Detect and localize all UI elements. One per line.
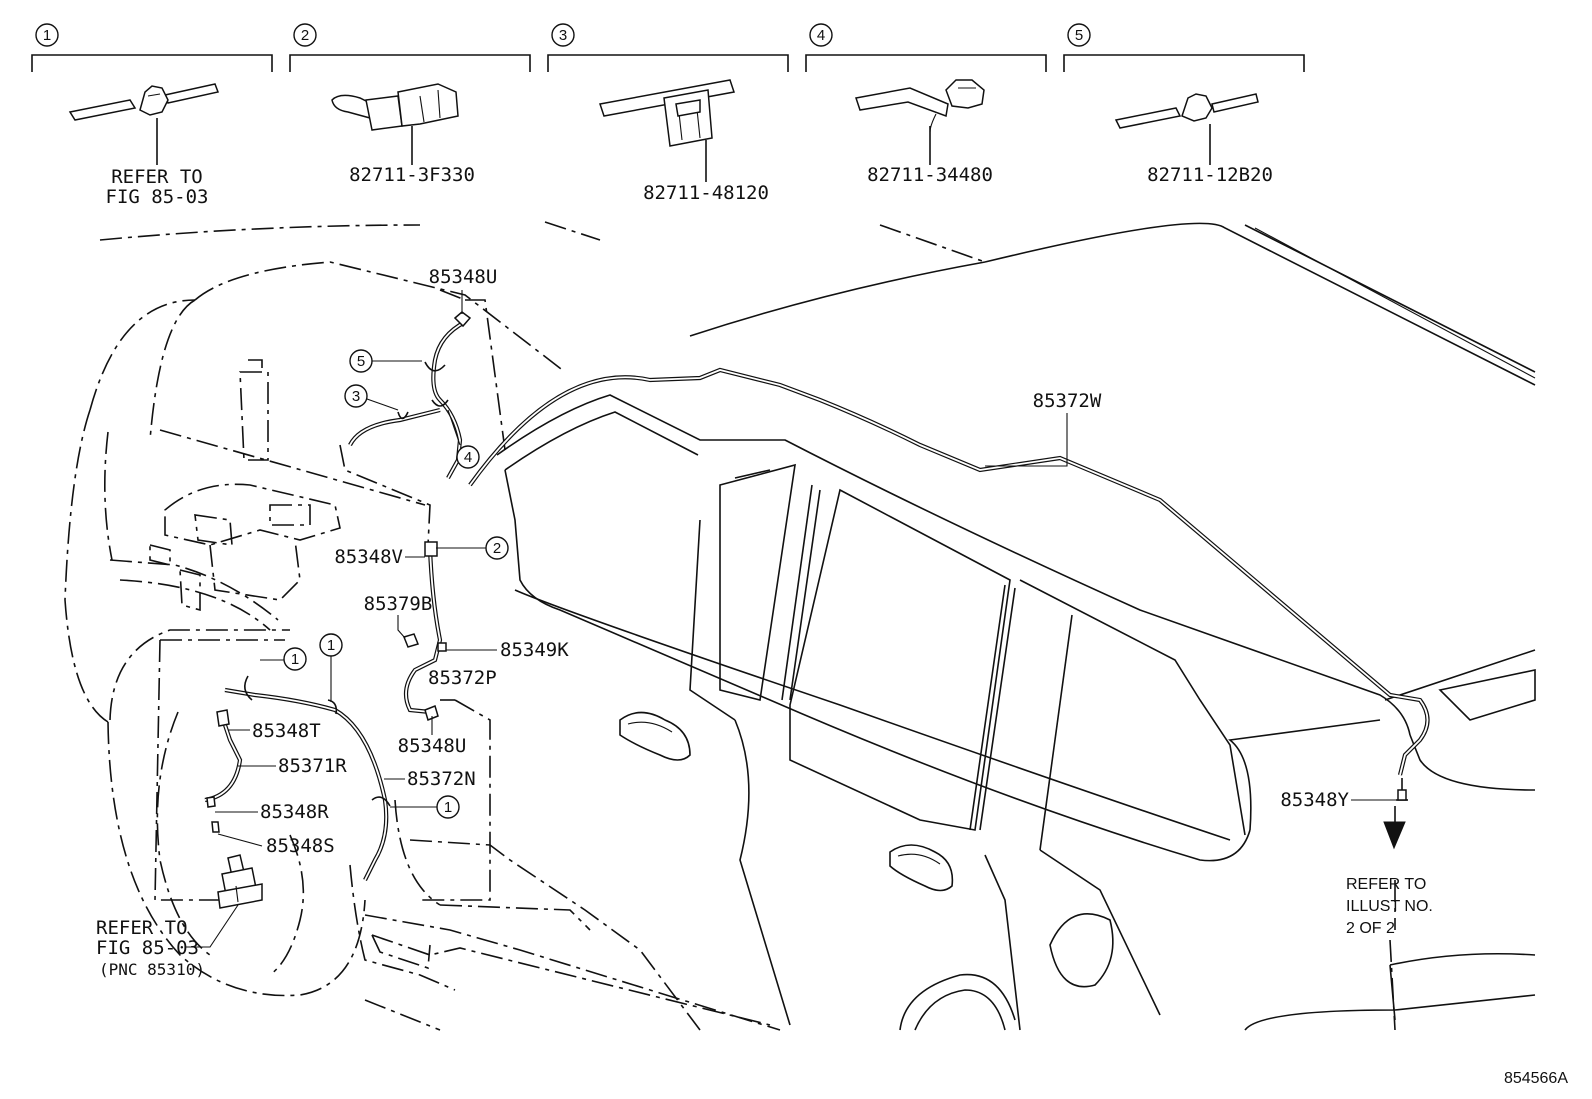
callout-3-on-hose: 3 (344, 384, 399, 411)
callout-4-on-hose: 4 (447, 409, 480, 469)
ref-illust-line2: ILLUST NO. (1346, 898, 1433, 915)
drawing-callouts: 5 3 4 2 1 1 1 (260, 349, 509, 819)
joint-85349K (437, 642, 447, 652)
callout-1-upper-right: 1 (319, 633, 343, 702)
down-arrow-icon (1383, 821, 1406, 850)
svg-text:1: 1 (43, 27, 51, 44)
clip-marks (244, 361, 449, 807)
legend-callout-1: 1 (35, 23, 59, 47)
label-85379B: 85379B (364, 593, 433, 615)
clamp-1-ref-line1: REFER TO (111, 166, 203, 188)
part-labels: 85348U 85372W 85348V 85379B 85349K 85372… (215, 266, 1396, 857)
grommet-85379B (402, 633, 420, 648)
vehicle-outline (64, 221, 1536, 1031)
clamp-3-illustration (599, 79, 735, 182)
bracket-5 (1063, 54, 1305, 72)
label-85371R: 85371R (278, 755, 347, 777)
svg-text:2: 2 (493, 540, 501, 557)
svg-text:4: 4 (464, 449, 472, 466)
svg-text:5: 5 (1075, 27, 1083, 44)
svg-text:4: 4 (817, 27, 825, 44)
ref-illust-line1: REFER TO (1346, 876, 1426, 893)
bracket-3 (547, 54, 789, 72)
svg-text:2: 2 (301, 27, 309, 44)
clamp-2-part-number: 82711-3F330 (349, 164, 475, 186)
bracket-2 (289, 54, 531, 72)
bracket-4 (805, 54, 1047, 72)
ref-pump-line3: (PNC 85310) (99, 960, 205, 979)
joint-85348T (216, 709, 230, 727)
clamp-5-illustration (1114, 93, 1259, 165)
ref-illust-line3: 2 OF 2 (1346, 920, 1395, 937)
callout-1-upper-left: 1 (260, 647, 307, 671)
joint-85348S (211, 821, 220, 833)
legend-callout-2: 2 (293, 23, 317, 47)
ref-note-pump: REFER TO FIG 85-03 (PNC 85310) (96, 904, 239, 979)
legend-callout-3: 3 (551, 23, 575, 47)
ref-note-illust: REFER TO ILLUST NO. 2 OF 2 (1346, 806, 1433, 937)
drawing-id: 854566A (1504, 1070, 1568, 1087)
washer-pump (217, 854, 263, 909)
label-85348R: 85348R (260, 801, 329, 823)
label-85348T: 85348T (252, 720, 321, 742)
callout-2-on-hose: 2 (436, 536, 509, 560)
svg-text:3: 3 (559, 27, 567, 44)
svg-text:1: 1 (327, 637, 335, 654)
hose-joints (206, 311, 1407, 833)
callout-1-lower: 1 (390, 795, 460, 819)
joint-85348U-bottom (424, 704, 439, 722)
ref-pump-line1: REFER TO (96, 917, 188, 939)
label-85348Y: 85348Y (1280, 789, 1349, 811)
label-85348U-bottom: 85348U (398, 735, 467, 757)
label-85372W: 85372W (1033, 390, 1102, 412)
clamp-legend: 1 2 3 4 5 (31, 23, 1305, 208)
clamp-1-ref-line2: FIG 85-03 (106, 186, 209, 208)
label-85349K: 85349K (500, 639, 569, 661)
detail-boxes (154, 289, 1396, 930)
label-85348V: 85348V (334, 546, 403, 568)
legend-callout-5: 5 (1067, 23, 1091, 47)
clamp-4-part-number: 82711-34480 (867, 164, 993, 186)
joint-85348R (206, 796, 216, 808)
label-85348S: 85348S (266, 835, 335, 857)
bracket-1 (31, 54, 273, 72)
label-85348U-top: 85348U (429, 266, 498, 288)
svg-text:3: 3 (352, 388, 360, 405)
joint-85348V (424, 541, 438, 557)
label-85372N: 85372N (407, 768, 476, 790)
callout-5-on-hose: 5 (349, 349, 422, 373)
clamp-1-illustration (68, 83, 220, 165)
svg-text:1: 1 (444, 799, 452, 816)
label-85372P: 85372P (428, 667, 497, 689)
legend-callout-4: 4 (809, 23, 833, 47)
svg-text:1: 1 (291, 651, 299, 668)
clamp-3-part-number: 82711-48120 (643, 182, 769, 204)
ref-pump-line2: FIG 85-03 (96, 937, 199, 959)
joint-85348U-top (453, 311, 472, 328)
clamp-4-illustration (855, 79, 985, 165)
svg-text:5: 5 (357, 353, 365, 370)
clamp-2-illustration (331, 83, 459, 165)
clamp-5-part-number: 82711-12B20 (1147, 164, 1273, 186)
joint-85348Y (1397, 789, 1407, 801)
